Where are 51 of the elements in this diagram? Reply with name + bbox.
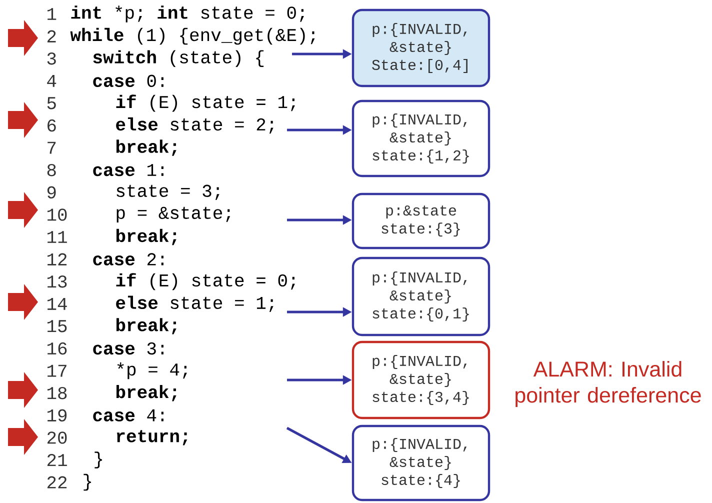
code-line: *p = 4;: [117, 362, 187, 380]
code-line: else state = 1;: [116, 296, 274, 312]
code-line: case 0:: [93, 74, 164, 87]
code-line: state = 3;: [116, 184, 220, 200]
state-box: p:{INVALID, &state} State:[0,4]: [352, 8, 490, 88]
line-number: 16: [48, 342, 67, 355]
line-number: 9: [47, 186, 56, 198]
state-box: p:{INVALID, &state} state:{4}: [352, 424, 490, 502]
line-number: 20: [47, 432, 67, 444]
code-line: if (E) state = 0;: [116, 273, 295, 290]
code-line: break;: [116, 228, 176, 246]
line-number: 21: [47, 454, 67, 466]
line-number: 15: [48, 320, 67, 332]
line-number: 8: [47, 164, 56, 176]
line-number: 22: [47, 476, 67, 488]
line-number: 12: [48, 253, 67, 266]
line-number: 19: [48, 409, 67, 422]
code-line: switch (state) {: [93, 50, 264, 67]
line-number: 1: [48, 8, 56, 20]
alarm-note: ALARM: Invalid pointer dereference: [516, 360, 701, 408]
code-line: case 1:: [93, 164, 164, 176]
state-box: p:{INVALID, &state} state:{0,1}: [352, 256, 490, 336]
line-number: 10: [48, 208, 67, 221]
line-number: 14: [48, 298, 67, 310]
line-number: 3: [47, 52, 56, 65]
line-number: 5: [47, 97, 56, 110]
code-line: p = &state;: [116, 206, 230, 223]
code-line: if (E) state = 1;: [116, 94, 295, 112]
line-number: 4: [47, 74, 56, 87]
state-box: p:&state state:{3}: [352, 192, 490, 250]
code-line: case 3:: [93, 342, 164, 355]
state-box: p:{INVALID, &state} state:{3,4}: [352, 340, 490, 420]
line-number: 18: [48, 386, 67, 400]
code-line: case 4:: [93, 409, 164, 422]
line-number: 11: [48, 231, 67, 243]
line-number: 7: [48, 142, 56, 154]
line-number: 13: [48, 275, 67, 288]
code-line: break;: [116, 140, 176, 156]
line-number: 6: [48, 119, 56, 132]
code-line: break;: [116, 318, 176, 334]
code-line: }: [84, 474, 91, 491]
code-line: while (1) {env_get(&E);: [70, 28, 315, 45]
code-line: case 2:: [93, 253, 164, 266]
code-line: return;: [116, 430, 188, 446]
line-number: 2: [47, 30, 56, 42]
code-line: else state = 2;: [116, 117, 274, 134]
code-line: int *p; int state = 0;: [71, 6, 304, 22]
line-number: 17: [48, 364, 66, 377]
code-line: break;: [116, 384, 176, 402]
code-line: }: [94, 452, 102, 468]
state-box: p:{INVALID, &state} state:{1,2}: [352, 100, 490, 178]
